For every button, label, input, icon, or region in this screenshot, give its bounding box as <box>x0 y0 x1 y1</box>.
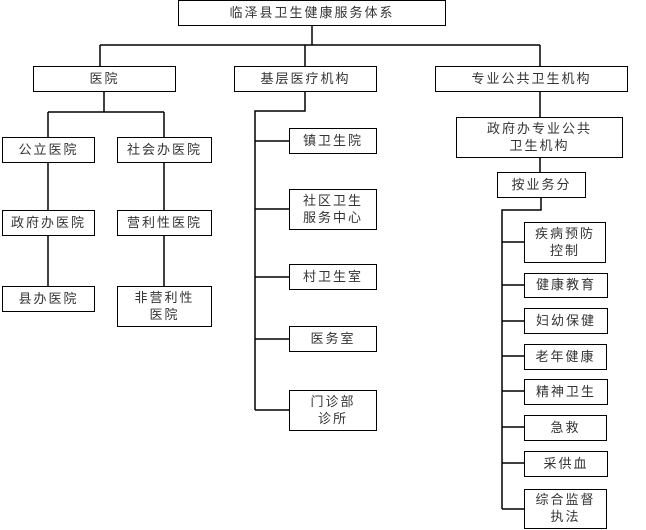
node-hospital: 医院 <box>33 66 176 92</box>
node-blood-supply: 采供血 <box>524 451 608 477</box>
node-by-business: 按业务分 <box>497 172 586 198</box>
node-maternal-child: 妇幼保健 <box>524 308 608 334</box>
node-community-center: 社区卫生 服务中心 <box>289 189 377 230</box>
node-gov-hospital: 政府办医院 <box>2 210 95 236</box>
node-supervision: 综合监督 执法 <box>524 489 607 529</box>
node-elderly-health: 老年健康 <box>524 344 607 370</box>
node-social-hospital: 社会办医院 <box>117 137 212 163</box>
node-county-hospital: 县办医院 <box>2 286 95 312</box>
node-public-health: 专业公共卫生机构 <box>435 66 628 92</box>
node-mental-health: 精神卫生 <box>524 379 608 405</box>
diagram-title: 临泽县卫生健康服务体系 <box>178 0 446 26</box>
node-infirmary: 医务室 <box>289 326 377 352</box>
node-gov-public-health: 政府办专业公共 卫生机构 <box>456 117 623 158</box>
node-public-hospital: 公立医院 <box>2 137 95 163</box>
node-emergency: 急救 <box>524 415 607 441</box>
node-non-profit-hospital: 非营利性 医院 <box>117 286 212 327</box>
node-village-clinic: 村卫生室 <box>289 264 377 290</box>
node-township-hospital: 镇卫生院 <box>289 128 377 154</box>
node-disease-control: 疾病预防 控制 <box>524 222 606 263</box>
node-health-education: 健康教育 <box>524 273 608 298</box>
node-for-profit-hospital: 营利性医院 <box>117 210 212 236</box>
node-primary-care: 基层医疗机构 <box>234 66 377 92</box>
node-outpatient-clinic: 门诊部 诊所 <box>289 390 377 431</box>
